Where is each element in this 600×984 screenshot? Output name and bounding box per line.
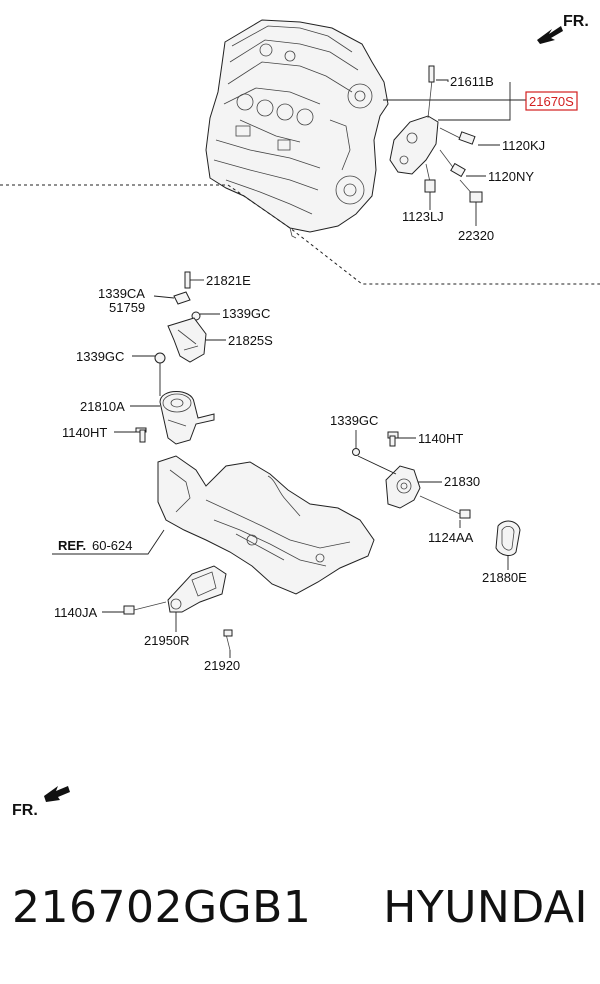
leader-1339gc-b [132,355,161,396]
label-1140ja: 1140JA [54,605,97,620]
label-1124aa: 1124AA [428,530,474,545]
label-22320: 22320 [458,228,494,243]
engine-mount-bracket-21670s [389,65,483,203]
label-1140ht-b: 1140HT [418,431,463,446]
label-1339gc-b: 1339GC [76,349,124,364]
label-21611b: 21611B [450,74,494,89]
footer-caption: 216702GGB1 HYUNDAI [0,872,600,942]
label-1123lj: 1123LJ [402,209,444,224]
label-21821e: 21821E [206,273,251,288]
label-21810a: 21810A [80,399,125,414]
label-21670s[interactable]: 21670S [529,94,574,109]
transmission-mount-group [135,271,215,445]
front-direction-arrow-top: FR. [537,13,589,44]
subframe-drawing [157,455,375,595]
label-1339gc-a: 1339GC [222,306,270,321]
label-1120ny: 1120NY [488,169,534,184]
ref-label-prefix: REF. [58,538,86,553]
label-21830: 21830 [444,474,480,489]
label-1140ht-a: 1140HT [62,425,107,440]
ref-label-value: 60-624 [92,538,132,553]
engine-block-drawing [205,19,389,239]
highlight-box-21670s [525,91,578,111]
label-21920: 21920 [204,658,240,673]
label-1339ca: 1339CA [98,286,145,301]
fr-label-bottom: FR. [12,802,38,819]
roll-rod-mount-group [123,565,233,651]
leader-21830 [357,455,442,483]
fr-label-top: FR. [563,13,589,30]
footer-part-number: 216702GGB1 [12,881,312,933]
right-mount-group [352,431,521,556]
leader-ref [52,529,165,555]
label-1339gc-c: 1339GC [330,413,378,428]
section-divider-left [0,184,600,285]
label-51759: 51759 [109,300,145,315]
leader-21611b [436,79,449,82]
front-direction-arrow-bottom: FR. [12,786,70,819]
label-21880e: 21880E [482,570,527,585]
label-1120kj: 1120KJ [502,138,545,153]
leader-21670s-bracket [383,82,526,121]
label-21825s: 21825S [228,333,273,348]
footer-brand: HYUNDAI [383,881,588,933]
label-21950r: 21950R [144,633,190,648]
leader-1339ca [153,295,175,299]
